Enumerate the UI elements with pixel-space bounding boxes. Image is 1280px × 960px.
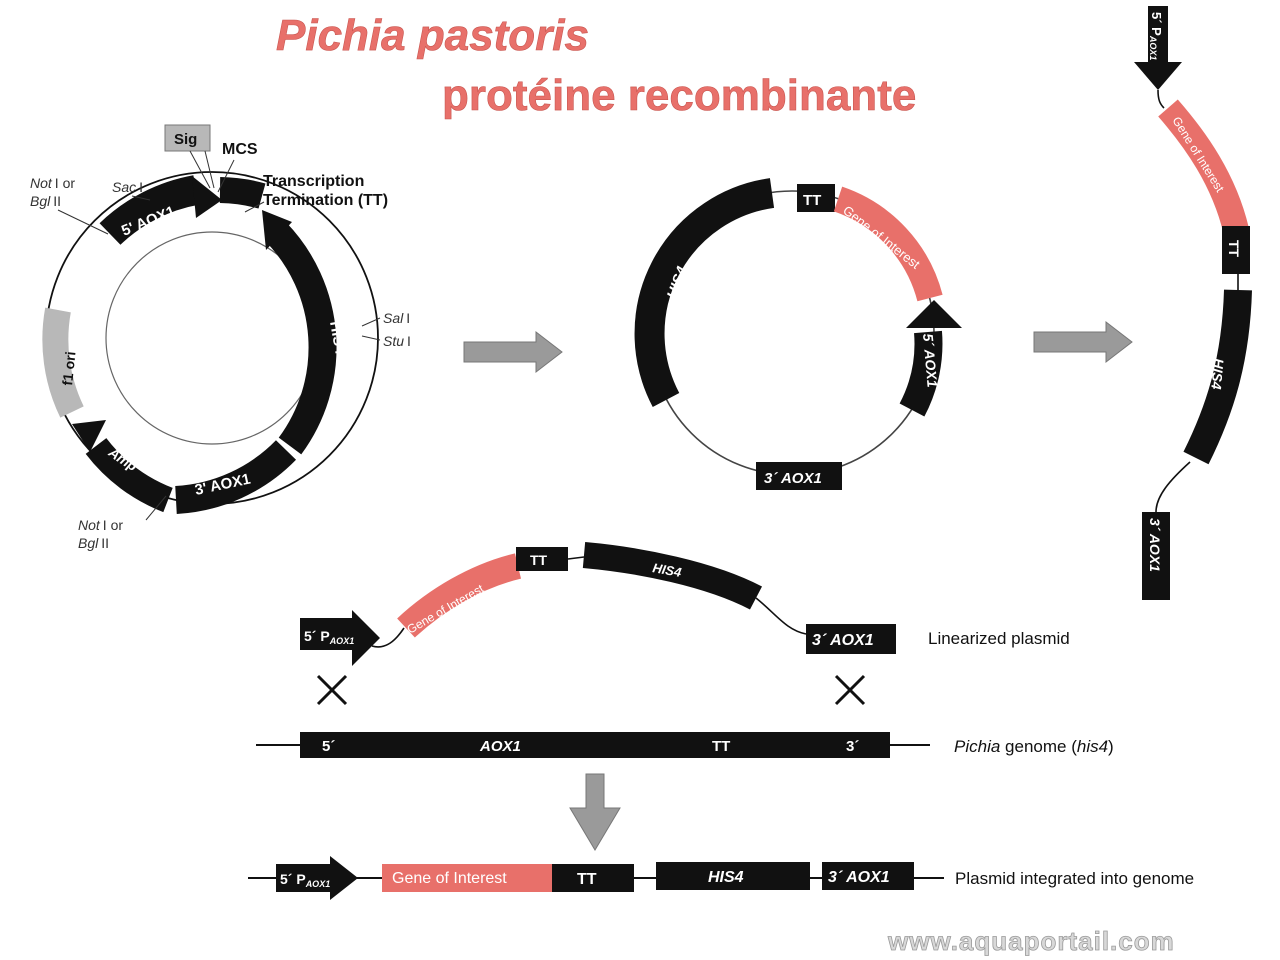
vertical-p5-arrow-icon bbox=[1134, 6, 1182, 90]
amp-arrowhead bbox=[72, 420, 106, 452]
integrated-label: Plasmid integrated into genome bbox=[955, 869, 1194, 888]
circle2-goi-segment bbox=[833, 186, 943, 302]
vertical-his4-label: HIS4 bbox=[1208, 358, 1227, 391]
mcs-label: MCS bbox=[222, 141, 258, 158]
aox3-segment bbox=[174, 440, 297, 514]
vertical-aox3-label: 3´ AOX1 bbox=[1147, 518, 1163, 572]
sig-pointer bbox=[189, 150, 211, 189]
genome-3prime: 3´ bbox=[846, 738, 859, 755]
linearized-label: Linearized plasmid bbox=[928, 629, 1070, 648]
genome-5prime: 5´ bbox=[322, 738, 335, 755]
tt-label-line2: Termination (TT) bbox=[263, 192, 388, 209]
circle2-aox5-arrowhead bbox=[906, 300, 962, 328]
linearized-goi-segment bbox=[397, 553, 522, 638]
pichia-genome: 5´ AOX1 TT 3´ Pichia genome (his4) bbox=[256, 732, 1114, 758]
integrated-tt-label: TT bbox=[577, 871, 597, 888]
vertical-aox3-block bbox=[1142, 512, 1170, 600]
title: Pichia pastoris protéine recombinante bbox=[276, 11, 917, 121]
crossover-marks bbox=[316, 674, 866, 706]
integrated-p5-arrow-icon bbox=[276, 856, 358, 900]
integrated-goi-label: Gene of Interest bbox=[392, 870, 507, 887]
his4-arrowhead bbox=[262, 210, 292, 250]
title-line-2: protéine recombinante bbox=[442, 71, 916, 120]
linearized-aox3-label: 3´ AOX1 bbox=[812, 632, 874, 649]
circle2-tt-label: TT bbox=[803, 192, 821, 209]
integrated-goi-block bbox=[382, 864, 552, 892]
title-line-1: Pichia pastoris bbox=[276, 11, 589, 60]
linearized-plasmid: 5´ PAOX1 Gene of Interest TT HIS4 3´ AOX… bbox=[300, 542, 1070, 666]
sig-label: Sig bbox=[174, 131, 197, 148]
tt-pointer bbox=[244, 201, 265, 213]
linearized-aox3-block bbox=[806, 624, 896, 654]
circle2-aox3-block bbox=[756, 462, 842, 490]
linearized-tt-block bbox=[516, 547, 568, 571]
flow-arrow-down-icon bbox=[569, 773, 621, 851]
flow-arrow-right-2-icon bbox=[1033, 320, 1133, 364]
mcs-pointer bbox=[217, 159, 235, 193]
plasmid-map: HIS4 3' AOX1 Amp f1 ori 5' AOX1 Sig MCS … bbox=[30, 124, 411, 551]
genome-aox1-label: AOX1 bbox=[479, 738, 521, 755]
linearized-his4-label: HIS4 bbox=[651, 560, 683, 580]
circle2-aox3-label: 3´ AOX1 bbox=[764, 470, 822, 487]
recombinant-plasmid: HIS4 TT Gene of Interest 5´ AOX1 3´ AOX1 bbox=[634, 178, 962, 490]
crossover-right-icon bbox=[834, 674, 866, 706]
his4-label: HIS4 bbox=[326, 320, 349, 356]
linearized-tt-label: TT bbox=[530, 552, 548, 568]
integrated-aox3-label: 3´ AOX1 bbox=[828, 869, 890, 886]
integrated-aox3-block bbox=[822, 862, 914, 890]
integrated-his4-block bbox=[656, 862, 810, 890]
tt-label-line1: Transcription bbox=[263, 173, 364, 190]
integrated-his4-label: HIS4 bbox=[708, 869, 744, 886]
aox5-segment bbox=[99, 175, 199, 246]
vertical-tt-block bbox=[1222, 226, 1250, 274]
vertical-his4-segment bbox=[1183, 289, 1252, 465]
f1ori-segment bbox=[42, 307, 84, 418]
amp-segment bbox=[85, 437, 173, 513]
vertical-tt-label: TT bbox=[1226, 240, 1242, 258]
circle2-his4-segment bbox=[634, 178, 775, 407]
circle2-tt-block bbox=[797, 184, 835, 212]
crossover-left-icon bbox=[316, 674, 348, 706]
tt-block bbox=[219, 177, 266, 209]
linearized-p5-label: 5´ PAOX1 bbox=[304, 628, 354, 646]
genome-label: Pichia genome (his4) bbox=[954, 737, 1114, 756]
integrated-plasmid: 5´ PAOX1 Gene of Interest TT HIS4 3´ AOX… bbox=[248, 856, 1194, 900]
linearized-his4-segment bbox=[582, 542, 763, 610]
circle2-aox5-segment bbox=[899, 330, 943, 417]
integrated-tt-block bbox=[552, 864, 634, 892]
integrated-p5-label: 5´ PAOX1 bbox=[280, 871, 330, 889]
site-pointer-sac1 bbox=[131, 195, 151, 201]
vertical-p5-label: 5´ PAOX1 bbox=[1148, 12, 1164, 60]
site-pointer-not1-top bbox=[57, 209, 109, 235]
linearized-p5-arrow-icon bbox=[300, 610, 380, 666]
genome-tt-label: TT bbox=[712, 738, 730, 755]
sig-box bbox=[164, 124, 211, 152]
linear-vertical: 5´ PAOX1 Gene of Interest TT HIS4 3´ AOX… bbox=[1134, 6, 1252, 600]
flow-arrow-right-icon bbox=[463, 330, 563, 374]
site-pointer-not1-bottom bbox=[145, 495, 167, 521]
genome-aox1-block bbox=[300, 732, 890, 758]
aox5-arrowhead bbox=[192, 176, 222, 218]
circle2-aox5-label: 5´ AOX1 bbox=[920, 333, 941, 388]
watermark: www.aquaportail.com bbox=[887, 926, 1175, 956]
vertical-goi-segment bbox=[1158, 99, 1249, 234]
his4-segment bbox=[265, 222, 337, 455]
f1ori-label: f1 ori bbox=[59, 351, 78, 387]
